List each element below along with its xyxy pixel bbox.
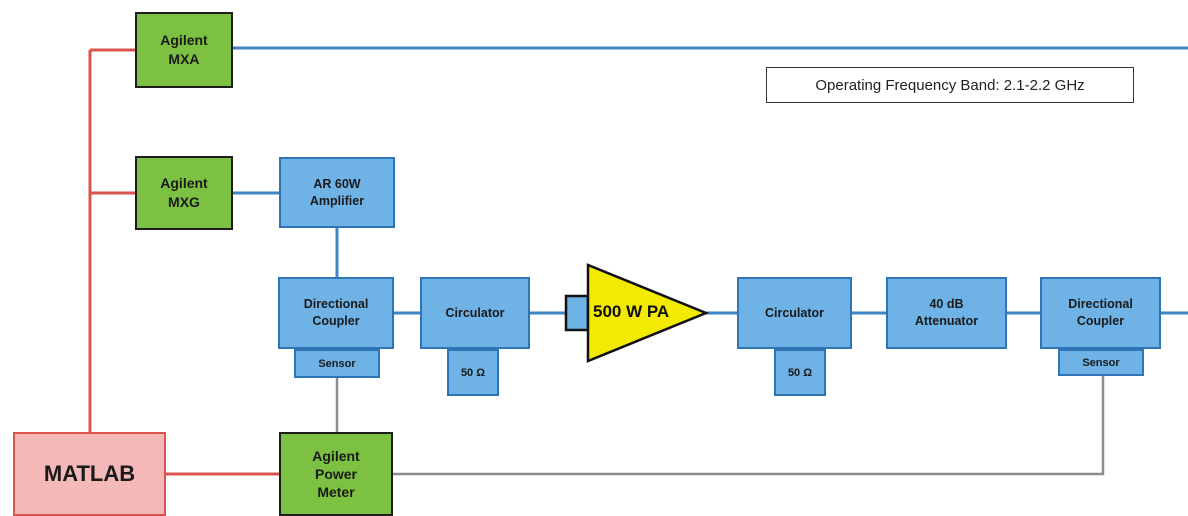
frequency-band-note: Operating Frequency Band: 2.1-2.2 GHz — [766, 67, 1134, 103]
directional-coupler-2: Directional Coupler — [1040, 277, 1161, 349]
pa-input-connector — [564, 294, 590, 332]
agilent-power-meter: Agilent Power Meter — [279, 432, 393, 516]
matlab-label: MATLAB — [43, 461, 136, 486]
circ1-label: Circulator — [445, 305, 505, 320]
atten-label: 40 dB Attenuator — [914, 297, 979, 328]
load1-label: 50 Ω — [460, 366, 486, 379]
matlab-block: MATLAB — [13, 432, 166, 516]
amplifier-label: AR 60W Amplifier — [309, 176, 365, 208]
mxa-label: Agilent MXA — [160, 32, 208, 67]
circulator-1: Circulator — [420, 277, 530, 349]
load2-label: 50 Ω — [787, 366, 813, 379]
directional-coupler-1: Directional Coupler — [278, 277, 394, 349]
power-meter-label: Agilent Power Meter — [312, 448, 360, 500]
sensor2-label: Sensor — [1082, 356, 1120, 369]
load-50-ohm-2: 50 Ω — [774, 349, 826, 396]
sensor-lines — [335, 376, 1105, 476]
agilent-mxa: Agilent MXA — [135, 12, 233, 88]
load-50-ohm-1: 50 Ω — [447, 349, 499, 396]
pa-label: 500 W PA — [593, 302, 670, 321]
sensor2-to-meter — [393, 376, 1105, 476]
control-bus — [88, 48, 279, 476]
attenuator-40db: 40 dB Attenuator — [886, 277, 1007, 349]
circ2-label: Circulator — [764, 305, 825, 320]
power-amplifier — [564, 263, 710, 363]
coupler1-label: Directional Coupler — [303, 297, 369, 328]
agilent-mxg: Agilent MXG — [135, 156, 233, 230]
note-text: Operating Frequency Band: 2.1-2.2 GHz — [815, 76, 1085, 94]
sensor-1: Sensor — [294, 349, 380, 378]
circulator-2: Circulator — [737, 277, 852, 349]
mxg-label: Agilent MXG — [160, 175, 208, 210]
coupler2-label: Directional Coupler — [1068, 297, 1133, 328]
pa-triangle — [586, 263, 710, 363]
ar-60w-amplifier: AR 60W Amplifier — [279, 157, 395, 228]
sensor-2: Sensor — [1058, 349, 1144, 376]
rf-path — [233, 46, 1188, 315]
sensor1-label: Sensor — [318, 357, 356, 370]
